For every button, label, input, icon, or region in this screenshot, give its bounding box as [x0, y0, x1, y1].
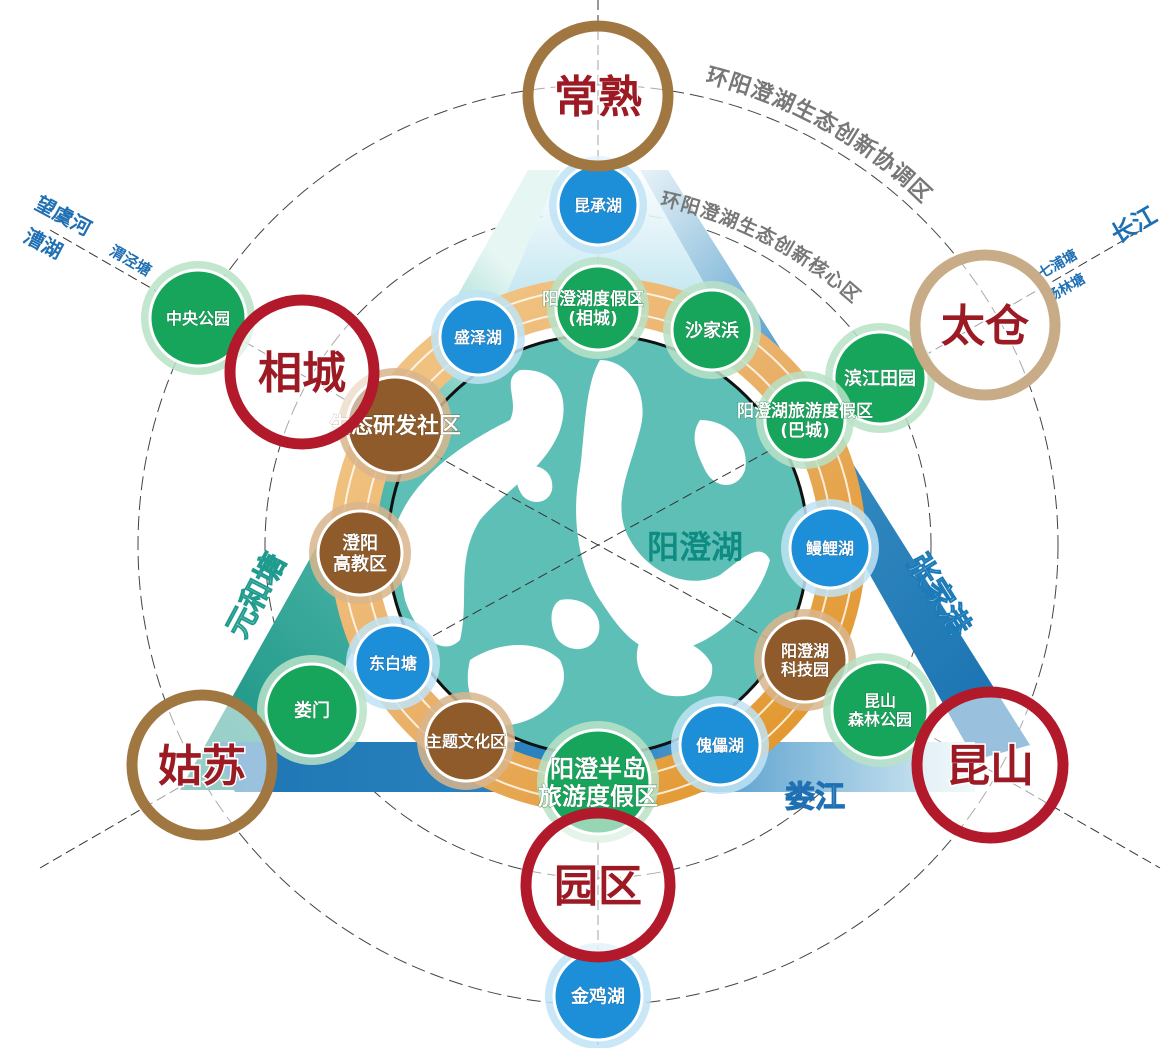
node-label: 科技园 — [781, 660, 829, 679]
node-kuileihu: 傀儡湖 — [671, 696, 769, 794]
node-resort_bc: 阳澄湖旅游度假区(巴城) — [737, 371, 873, 469]
node-jinjihu: 金鸡湖 — [545, 943, 651, 1048]
node-disc — [763, 378, 847, 462]
city-ring — [911, 686, 1069, 844]
node-label: 中央公园 — [166, 309, 230, 328]
lake-label: 阳澄湖 — [647, 528, 743, 566]
city-label: 太仓 — [941, 301, 1030, 352]
node-label: 滨江田园 — [844, 367, 916, 389]
node-label: (巴城) — [780, 421, 830, 441]
lake-inner-cross — [419, 446, 777, 644]
zone-outer-textpath: 环阳澄湖生态创新协调区 — [703, 64, 935, 209]
city-fill — [917, 692, 1063, 838]
city-yuanqu: 园区 — [520, 807, 676, 963]
node-disc — [761, 616, 849, 704]
city-label: 园区 — [554, 861, 642, 912]
city-ring — [520, 807, 676, 963]
node-label: 娄门 — [294, 699, 330, 721]
city-label: 姑苏 — [158, 741, 246, 792]
lake-land-shapes — [397, 360, 770, 726]
node-label: 阳澄半岛 — [550, 755, 646, 783]
city-gusu: 姑苏 — [126, 689, 278, 841]
node-zhongyang: 中央公园 — [141, 261, 255, 375]
city-fill — [528, 26, 668, 166]
node-disc — [678, 703, 762, 787]
nodes-layer: 昆承湖中央公园盛泽湖阳澄湖度假区(相城)沙家浜滨江田园阳澄湖旅游度假区(巴城)生… — [141, 156, 937, 1048]
node-label: 阳澄湖 — [781, 642, 829, 661]
node-label: 沙家浜 — [685, 319, 739, 341]
node-zhuti: 主题文化区 — [417, 692, 515, 790]
city-fill — [230, 300, 374, 444]
node-dongbaitang: 东白塘 — [346, 616, 440, 710]
city-ring — [522, 20, 674, 172]
city-ring — [126, 689, 278, 841]
city-ring — [224, 294, 380, 450]
city-fill — [526, 813, 670, 957]
node-disc — [788, 506, 872, 590]
node-disc — [438, 297, 518, 377]
node-label: 傀儡湖 — [696, 736, 744, 755]
node-manlihu: 鳗鲤湖 — [781, 499, 879, 597]
node-label: (相城) — [568, 308, 618, 329]
city-kunshan: 昆山 — [911, 686, 1069, 844]
node-label: 阳澄湖旅游度假区 — [737, 400, 873, 421]
node-disc — [554, 264, 642, 352]
river-changjiang: 长江 — [1106, 201, 1162, 249]
node-label: 昆承湖 — [574, 196, 622, 215]
zone-outer-label: 环阳澄湖生态创新协调区 — [703, 64, 936, 209]
city-taicang: 太仓 — [909, 249, 1061, 401]
node-disc — [353, 623, 433, 703]
node-binjiang: 滨江田园 — [825, 323, 935, 433]
node-label: 金鸡湖 — [570, 985, 625, 1007]
node-label: 阳澄湖度假区 — [542, 288, 644, 309]
node-label: 旅游度假区 — [538, 782, 658, 810]
node-resort_xc: 阳澄湖度假区(相城) — [542, 257, 649, 359]
node-label: 高教区 — [333, 553, 387, 575]
node-shengzehu: 盛泽湖 — [431, 290, 525, 384]
river-caohu: 漕湖 — [20, 224, 67, 264]
node-kunchenghu: 昆承湖 — [549, 156, 647, 254]
city-changshu: 常熟 — [522, 20, 674, 172]
node-label: 昆山 — [864, 692, 896, 711]
city-label: 相城 — [258, 348, 346, 399]
node-disc — [316, 509, 404, 597]
city-ring — [909, 249, 1061, 401]
node-label: 森林公园 — [848, 710, 912, 729]
node-disc — [148, 268, 248, 368]
node-shajiabang: 沙家浜 — [663, 281, 761, 379]
node-disc — [264, 662, 360, 758]
node-label: 盛泽湖 — [454, 328, 502, 347]
node-disc — [424, 699, 508, 783]
node-label: 东白塘 — [369, 654, 417, 673]
city-xiangcheng: 相城 — [224, 294, 380, 450]
node-label: 澄阳 — [342, 532, 378, 554]
node-disc — [830, 660, 930, 760]
node-disc — [832, 330, 928, 426]
node-label: 主题文化区 — [426, 732, 506, 751]
river-loujiang: 娄江 — [785, 780, 845, 815]
node-label: 鳗鲤湖 — [806, 539, 854, 558]
city-label: 昆山 — [946, 741, 1034, 792]
node-loumen: 娄门 — [257, 655, 367, 765]
river-liyingdang: 渭泾塘 — [107, 242, 155, 280]
city-fill — [132, 695, 272, 835]
city-fill — [915, 255, 1055, 395]
city-label: 常熟 — [554, 72, 642, 123]
node-disc — [670, 288, 754, 372]
